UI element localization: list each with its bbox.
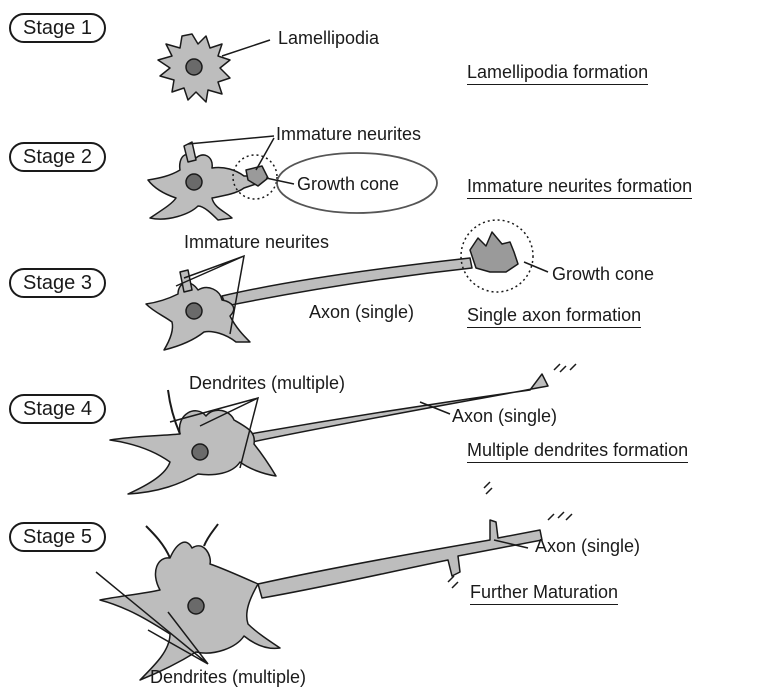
stage2-cell [148,155,256,220]
stage2-growth-cone-leader [266,178,294,184]
stage5-dendrite-top [146,526,170,558]
stage1-lamellipodia-label: Lamellipodia [278,28,379,49]
stage4-axon-label: Axon (single) [452,406,557,427]
stage3-growth-cone-label: Growth cone [552,264,654,285]
stage3-immature-neurites-label: Immature neurites [184,232,329,253]
stage5-dendrite-top-right [204,524,218,546]
stage3-title: Single axon formation [467,305,641,328]
stage3-pill: Stage 3 [9,268,106,298]
stage1-pill: Stage 1 [9,13,106,43]
stage5-dendrites-label: Dendrites (multiple) [150,667,306,688]
stage5-nucleus [188,598,204,614]
stage5-axon-break-right [548,512,572,520]
stage4-pill: Stage 4 [9,394,106,424]
stage4-dendrite-top-left [168,390,180,434]
stage5-pill: Stage 5 [9,522,106,552]
stage2-title: Immature neurites formation [467,176,692,199]
stage5-axon-break-top [484,482,492,494]
stage2-growth-cone-label: Growth cone [297,174,399,195]
stage5-title: Further Maturation [470,582,618,605]
stage1-nucleus [186,59,202,75]
stage3-growth-cone [470,232,518,272]
stage5-axon-label: Axon (single) [535,536,640,557]
stage3-axon [222,258,472,306]
stage2-immature-neurites-label: Immature neurites [276,124,421,145]
stage4-axon-break [554,364,576,372]
stage3-axon-label: Axon (single) [309,302,414,323]
stage2-pill: Stage 2 [9,142,106,172]
stage1-leader [222,40,270,56]
stage4-title: Multiple dendrites formation [467,440,688,463]
stage4-nucleus [192,444,208,460]
stage1-title: Lamellipodia formation [467,62,648,85]
stage2-nucleus [186,174,202,190]
stage5-axon-break-bottom [448,576,458,588]
stage3-nucleus [186,303,202,319]
stage4-dendrites-label: Dendrites (multiple) [189,373,345,394]
stage3-growth-cone-leader [524,262,548,272]
